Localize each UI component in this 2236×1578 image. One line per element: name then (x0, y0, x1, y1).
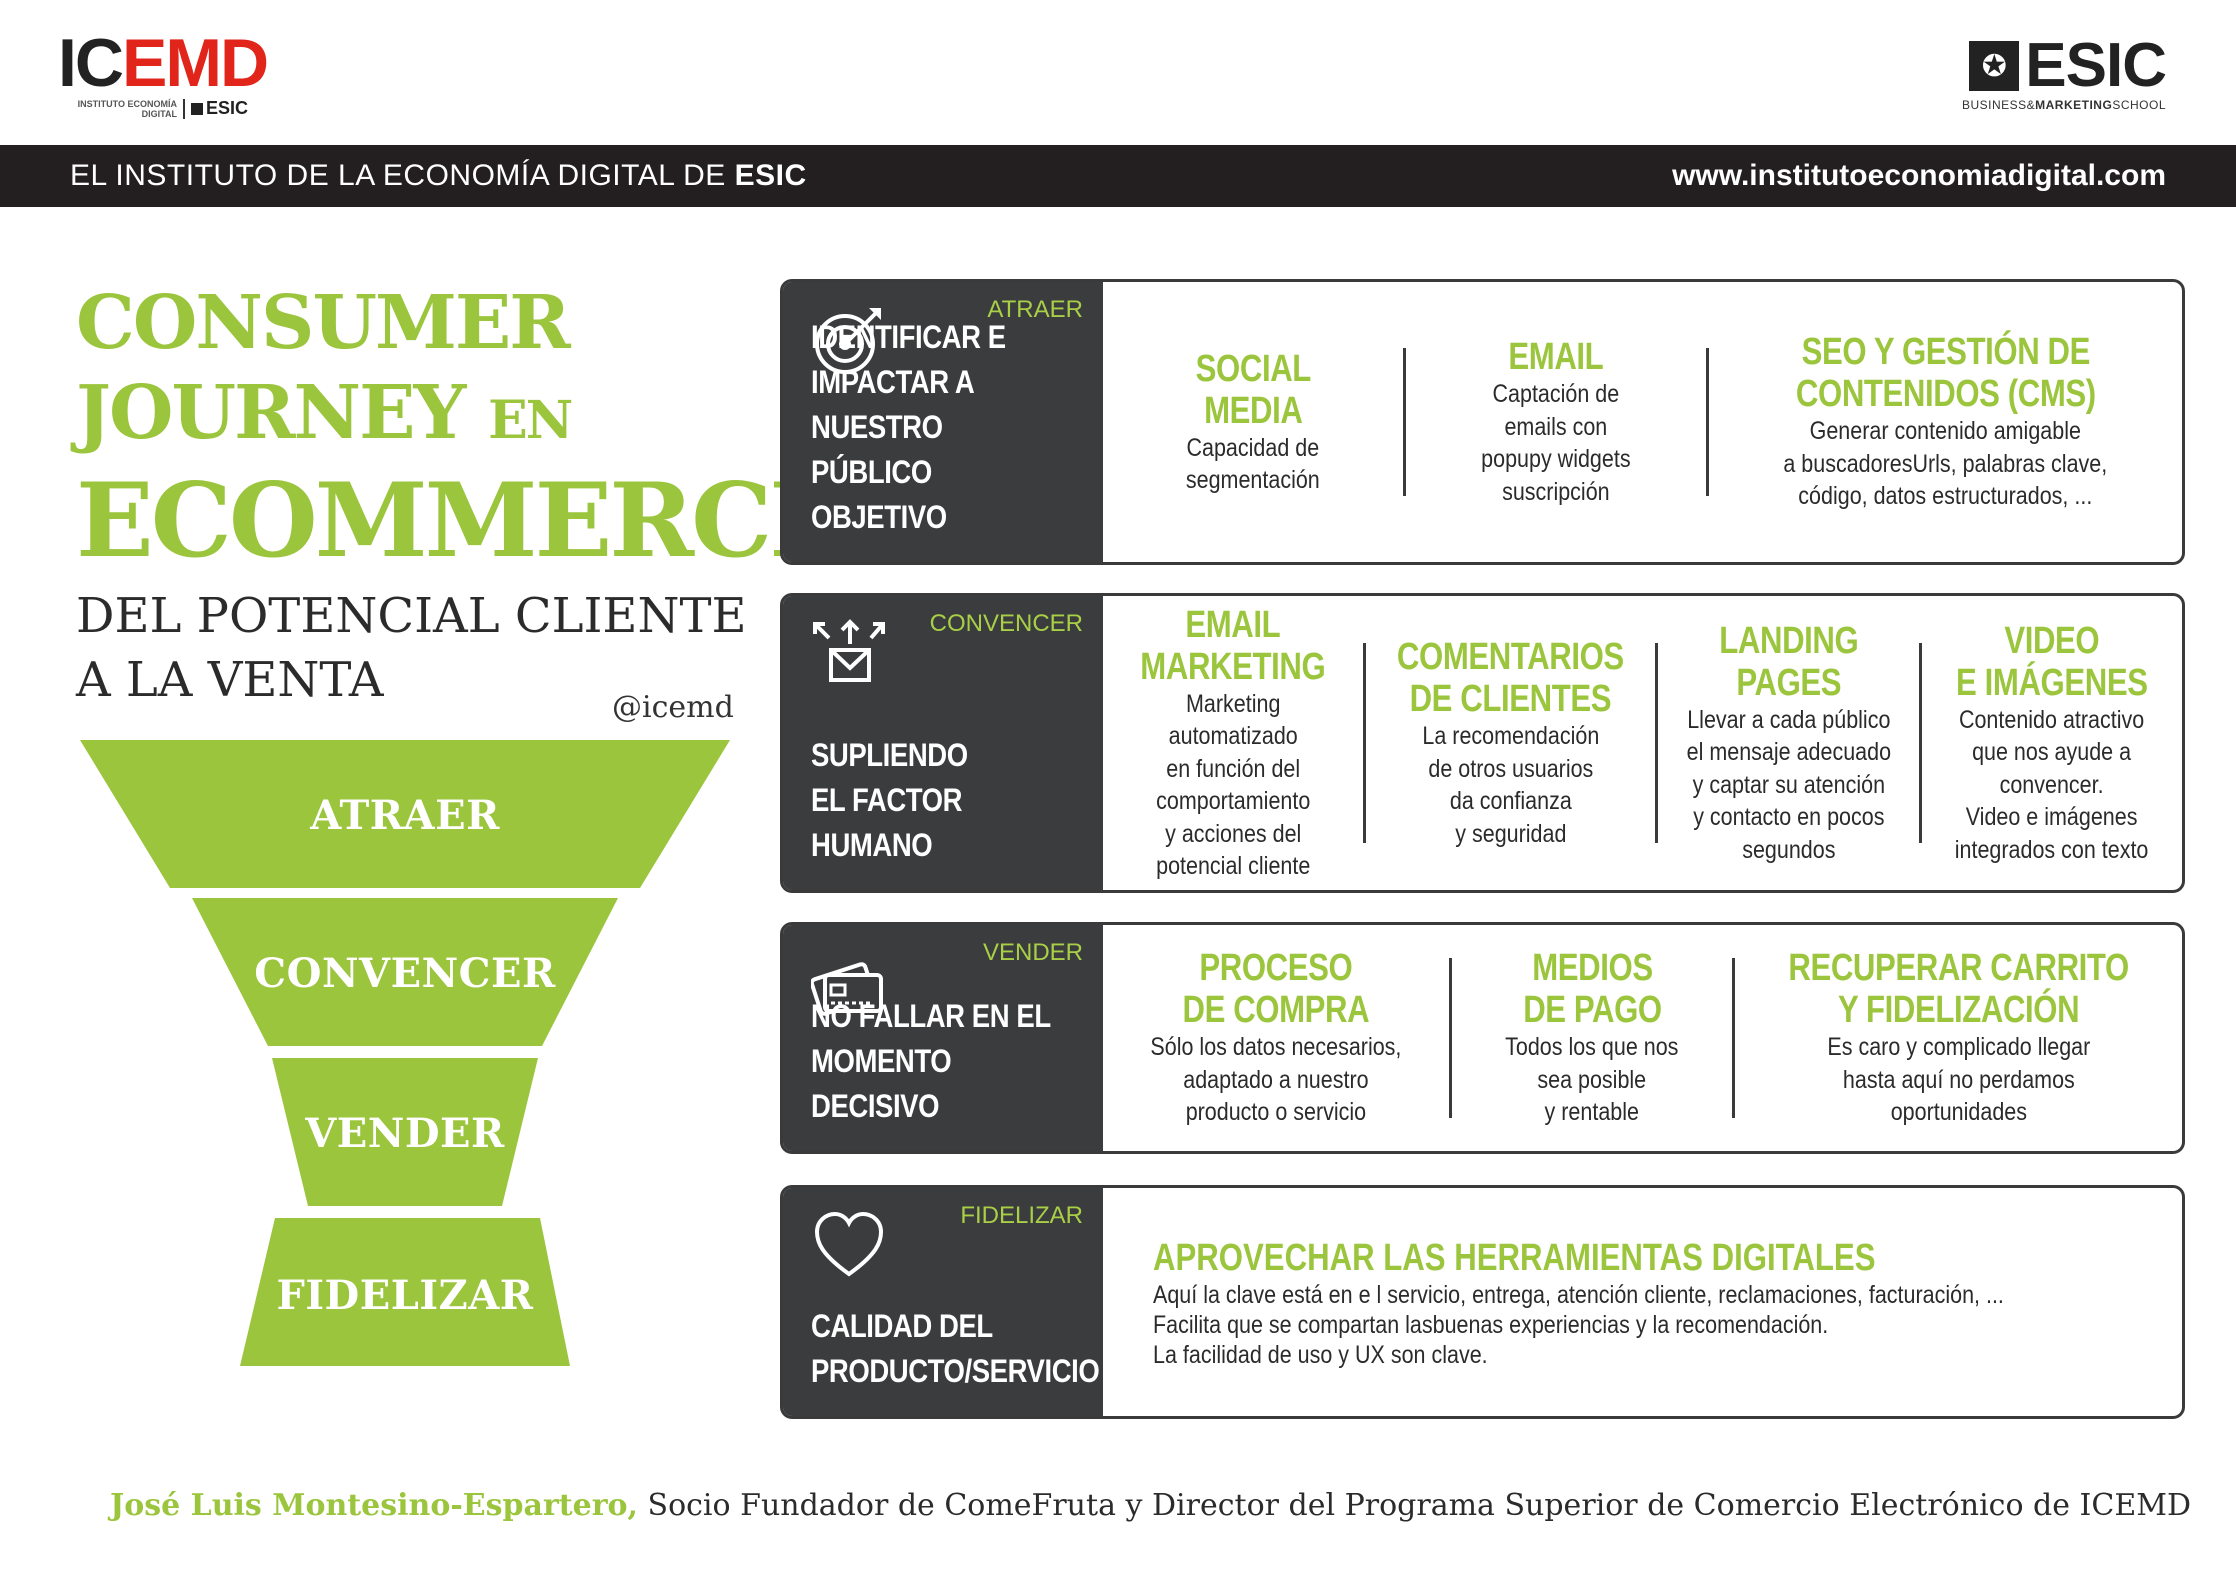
logo-separator (183, 98, 185, 119)
subtitle-line-1: DEL POTENCIAL CLIENTE (76, 588, 747, 644)
column-divider (1706, 348, 1709, 496)
stage-panel: FIDELIZAR CALIDAD DEL PRODUCTO/SERVICIO (783, 1188, 1103, 1416)
funnel-label-fidelizar: FIDELIZAR (276, 1272, 534, 1319)
item-body: Contenido atractivo que nos ayude a conv… (1954, 705, 2149, 864)
author-role: Socio Fundador de ComeFruta y Director d… (637, 1488, 2192, 1523)
title-line-2: JOURNEY EN (76, 370, 573, 456)
stage-item: EMAIL MARKETING Marketing automatizado e… (1103, 604, 1363, 883)
esic-seal-icon: ✪ (1969, 41, 2020, 91)
item-title: RECUPERAR CARRITO Y FIDELIZACIÓN (1788, 947, 2129, 1032)
item-body: Sólo los datos necesarios, adaptado a nu… (1150, 1033, 1402, 1127)
stage-item: COMENTARIOS DE CLIENTES La recomendación… (1366, 636, 1655, 850)
item-title: SOCIAL MEDIA (1195, 347, 1311, 432)
esic-tagline: BUSINESS&MARKETINGSCHOOL (1961, 98, 2166, 112)
target-icon (815, 308, 881, 374)
esic-logo: ✪ ESIC BUSINESS&MARKETINGSCHOOL (1936, 31, 2167, 118)
envelope-arrows-icon (813, 619, 885, 682)
column-divider (1732, 958, 1735, 1118)
stage-tag: VENDER (982, 939, 1083, 966)
icemd-logo: ICEMD INSTITUTO ECONOMÍA DIGITAL ESIC (58, 29, 298, 122)
stage-description: CALIDAD DEL PRODUCTO/SERVICIO (811, 1308, 1100, 1389)
stage-card-fidelizar: FIDELIZAR CALIDAD DEL PRODUCTO/SERVICIO … (780, 1185, 2185, 1419)
stage-item: APROVECHAR LAS HERRAMIENTAS DIGITALES Aq… (1153, 1236, 2152, 1370)
item-body: Captación de emails con popupy widgets s… (1481, 380, 1631, 506)
stage-items: SOCIAL MEDIA Capacidad de segmentación E… (1103, 282, 2182, 562)
stage-item: VIDEO E IMÁGENES Contenido atractivo que… (1922, 620, 2182, 867)
funnel-diagram: ATRAER CONVENCER VENDER FIDELIZAR (0, 0, 760, 1578)
icemd-logo-subtitle: INSTITUTO ECONOMÍA DIGITAL (77, 98, 177, 119)
author-name: José Luis Montesino-Espartero, (110, 1488, 638, 1523)
stage-tag: CONVENCER (929, 610, 1083, 637)
website-link[interactable]: www.institutoeconomiadigital.com (1672, 159, 2166, 192)
column-divider (1363, 643, 1367, 843)
item-title: VIDEO E IMÁGENES (1955, 619, 2148, 704)
stage-card-convencer: CONVENCER SUPLIENDO EL FACTOR HUMANO EMA… (780, 593, 2185, 893)
item-body: Aquí la clave está en e l servicio, entr… (1153, 1281, 2004, 1369)
item-body: La recomendación de otros usuarios da co… (1422, 722, 1600, 848)
credit-card-icon (811, 962, 883, 1016)
esic-logo-name: ESIC (2025, 31, 2167, 100)
stage-items: PROCESO DE COMPRA Sólo los datos necesar… (1103, 925, 2182, 1151)
stage-item: LANDING PAGES Llevar a cada público el m… (1658, 620, 1918, 867)
item-title: MEDIOS DE PAGO (1522, 947, 1662, 1032)
item-body: Todos los que nos sea posible y rentable (1505, 1033, 1679, 1127)
stage-item: SEO Y GESTIÓN DE CONTENIDOS (CMS) Genera… (1709, 331, 2182, 513)
band-institute-text: EL INSTITUTO DE LA ECONOMÍA DIGITAL DE E… (70, 159, 807, 192)
stage-item: SOCIAL MEDIA Capacidad de segmentación (1103, 348, 1403, 497)
funnel-level-convencer (192, 898, 618, 1046)
column-divider (1449, 958, 1452, 1118)
funnel-label-atraer: ATRAER (310, 792, 500, 839)
column-divider (1918, 643, 1922, 843)
item-body: Llevar a cada público el mensaje adecuad… (1686, 705, 1891, 864)
title-line-1: CONSUMER (76, 280, 571, 366)
funnel-shapes (80, 740, 730, 1366)
stage-tag: ATRAER (987, 296, 1083, 323)
item-title: EMAIL (1508, 336, 1604, 378)
funnel-label-vender: VENDER (305, 1110, 505, 1157)
funnel-label-convencer: CONVENCER (254, 950, 556, 997)
stage-panel: CONVENCER SUPLIENDO EL FACTOR HUMANO (783, 596, 1103, 890)
item-body: Marketing automatizado en función del co… (1156, 689, 1311, 881)
esic-mini-logo: ESIC (206, 98, 249, 118)
item-title: COMENTARIOS DE CLIENTES (1397, 636, 1625, 720)
stage-card-vender: VENDER NO FALLAR EN EL MOMENTO DECISIVO … (780, 922, 2185, 1154)
subtitle-line-2: A LA VENTA (76, 652, 384, 708)
stage-item: PROCESO DE COMPRA Sólo los datos necesar… (1103, 947, 1449, 1129)
item-title: EMAIL MARKETING (1140, 603, 1326, 688)
stage-panel: ATRAER IDENTIFICAR E IMPACTAR A NUESTRO … (783, 282, 1103, 562)
stage-description: SUPLIENDO EL FACTOR HUMANO (811, 737, 968, 863)
stage-items: EMAIL MARKETING Marketing automatizado e… (1103, 596, 2182, 890)
stage-description: IDENTIFICAR E IMPACTAR A NUESTRO PÚBLICO… (811, 319, 1006, 535)
item-title: LANDING PAGES (1718, 619, 1858, 704)
item-body: Generar contenido amigable a buscadoresU… (1783, 417, 2108, 511)
stage-item: MEDIOS DE PAGO Todos los que nos sea pos… (1452, 947, 1732, 1129)
icemd-logo-prefix: IC (58, 25, 124, 101)
stage-card-atraer: ATRAER IDENTIFICAR E IMPACTAR A NUESTRO … (780, 279, 2185, 565)
funnel-level-fidelizar (240, 1218, 570, 1366)
funnel-level-atraer (80, 740, 730, 888)
stage-tag: FIDELIZAR (960, 1202, 1083, 1229)
esic-mini-mark-icon (191, 102, 203, 115)
item-title: APROVECHAR LAS HERRAMIENTAS DIGITALES (1153, 1237, 1876, 1279)
footer-credit: José Luis Montesino-Espartero, Socio Fun… (110, 1488, 2191, 1523)
item-title: PROCESO DE COMPRA (1182, 947, 1370, 1032)
column-divider (1403, 348, 1406, 496)
twitter-handle: @icemd (612, 690, 734, 725)
header-band: EL INSTITUTO DE LA ECONOMÍA DIGITAL DE E… (0, 145, 2236, 207)
item-body: Capacidad de segmentación (1186, 433, 1320, 495)
item-title: SEO Y GESTIÓN DE CONTENIDOS (CMS) (1795, 331, 2096, 416)
stage-panel: VENDER NO FALLAR EN EL MOMENTO DECISIVO (783, 925, 1103, 1151)
icemd-logo-suffix: EMD (122, 25, 269, 101)
item-body: Es caro y complicado llegar hasta aquí n… (1827, 1033, 2090, 1127)
title-line-3: ECOMMERCE (76, 461, 847, 581)
column-divider (1655, 643, 1659, 843)
page-title: CONSUMER JOURNEY EN ECOMMERCE DEL POTENC… (76, 278, 847, 712)
funnel-level-vender (272, 1058, 538, 1206)
heart-icon (814, 1211, 884, 1277)
stage-description: NO FALLAR EN EL MOMENTO DECISIVO (811, 998, 1051, 1124)
stage-item: RECUPERAR CARRITO Y FIDELIZACIÓN Es caro… (1735, 947, 2182, 1129)
stage-item: EMAIL Captación de emails con popupy wid… (1406, 336, 1706, 508)
